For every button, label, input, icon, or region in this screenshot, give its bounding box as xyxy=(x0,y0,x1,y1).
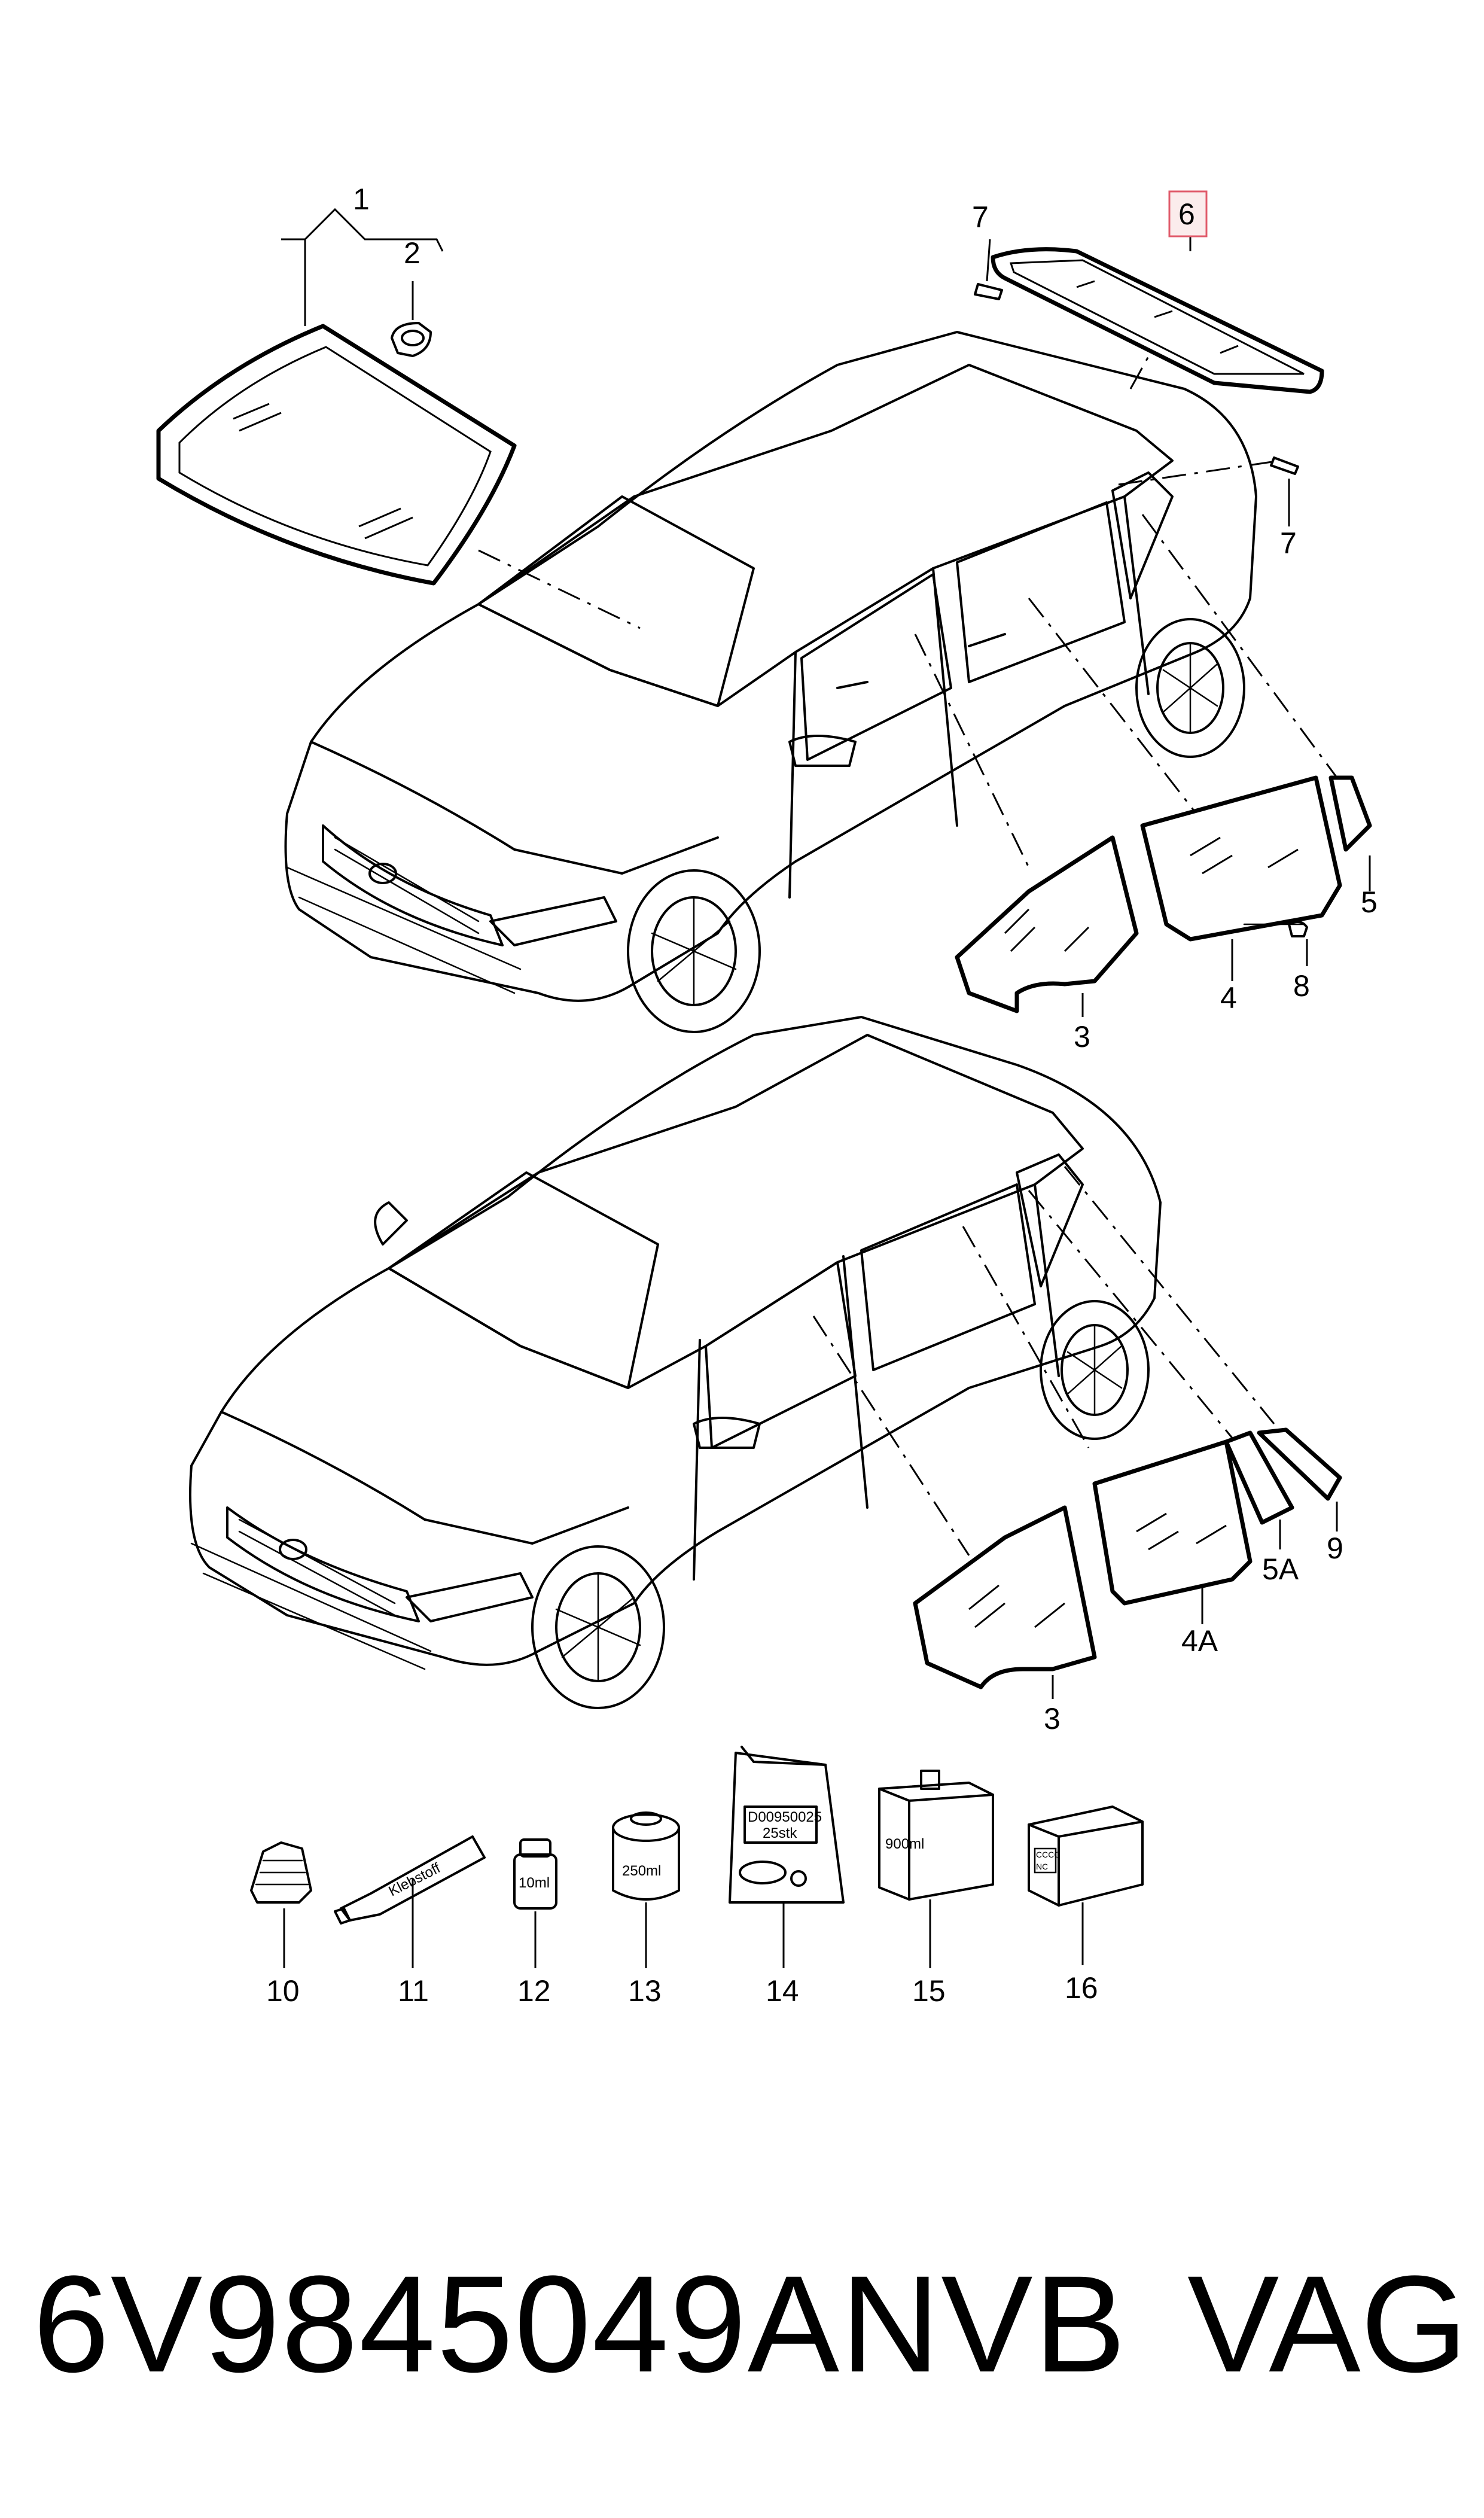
callout-4A: 4A xyxy=(1181,1624,1218,1658)
guide-pin-part xyxy=(1288,921,1308,937)
sensor-bracket-part xyxy=(391,322,432,357)
callout-3-bottom: 3 xyxy=(1044,1702,1061,1735)
cleaner-box-label: 900ml xyxy=(885,1836,924,1852)
rear-window-part xyxy=(991,247,1324,394)
quarter-glass-part-b xyxy=(1224,1430,1294,1525)
primer-can-label: 250ml xyxy=(622,1863,661,1879)
bag-code-label: D00950025 xyxy=(748,1809,822,1825)
bag-qty-label: 25stk xyxy=(763,1825,797,1841)
callout-7-top: 7 xyxy=(972,200,989,234)
front-door-glass-part-b xyxy=(913,1505,1097,1689)
glass-hatch-b xyxy=(968,1584,1065,1628)
cleaner-box-part: 900ml xyxy=(878,1770,994,1901)
front-door-glass-part xyxy=(955,835,1139,1013)
small-bottle-label: 10ml xyxy=(519,1875,550,1891)
kit-box-part: CCCC NC xyxy=(1028,1805,1144,1907)
callout-8: 8 xyxy=(1293,969,1310,1003)
pointer-lines xyxy=(478,334,1347,1556)
car-bottom-illustration xyxy=(189,1016,1162,1709)
callout-3-top: 3 xyxy=(1074,1020,1090,1054)
callout-13: 13 xyxy=(628,1974,662,2008)
callout-6: 6 xyxy=(1178,197,1195,231)
kit-box-label-2: NC xyxy=(1036,1862,1048,1871)
callout-2: 2 xyxy=(404,236,420,270)
callout-1-bracket xyxy=(281,208,444,252)
callout-7-rear: 7 xyxy=(1280,526,1297,560)
callout-5A: 5A xyxy=(1262,1552,1299,1586)
callout-12: 12 xyxy=(517,1974,551,2008)
kit-box-label-1: CCCC xyxy=(1036,1850,1060,1859)
rear-door-glass-part xyxy=(1140,775,1342,942)
callout-4: 4 xyxy=(1220,981,1237,1015)
clip-bag-part: D00950025 25stk xyxy=(729,1746,845,1904)
callout-6-highlight xyxy=(1168,190,1208,238)
part-number-footer: 6V9845049ANVB xyxy=(33,2247,1128,2401)
callout-7a-leader xyxy=(986,239,991,282)
callout-5: 5 xyxy=(1361,885,1378,919)
primer-can-part: 250ml xyxy=(612,1811,680,1901)
callout-16: 16 xyxy=(1065,1971,1098,2005)
callout-11: 11 xyxy=(398,1974,429,2008)
callout-9: 9 xyxy=(1327,1531,1343,1565)
brand-footer: VAG xyxy=(1187,2247,1468,2401)
quarter-glass-part xyxy=(1328,775,1372,852)
clip-top-part xyxy=(974,283,1003,300)
rear-quarter-glass-part xyxy=(1257,1427,1342,1501)
windshield-glass-part xyxy=(156,324,517,586)
small-bottle-part: 10ml xyxy=(513,1838,557,1910)
glass-hatch-c xyxy=(1136,1512,1227,1551)
clip-rear-part xyxy=(1270,456,1299,475)
callout-1: 1 xyxy=(353,182,370,216)
car-top-illustration xyxy=(284,331,1257,1033)
callout-14: 14 xyxy=(766,1974,799,2008)
adhesive-tube-part: Klebstoff xyxy=(334,1835,486,1925)
callout-15: 15 xyxy=(912,1974,946,2008)
callout-10: 10 xyxy=(266,1974,300,2008)
cone-clip-part xyxy=(250,1841,312,1904)
rear-door-glass-part-b xyxy=(1092,1439,1253,1606)
